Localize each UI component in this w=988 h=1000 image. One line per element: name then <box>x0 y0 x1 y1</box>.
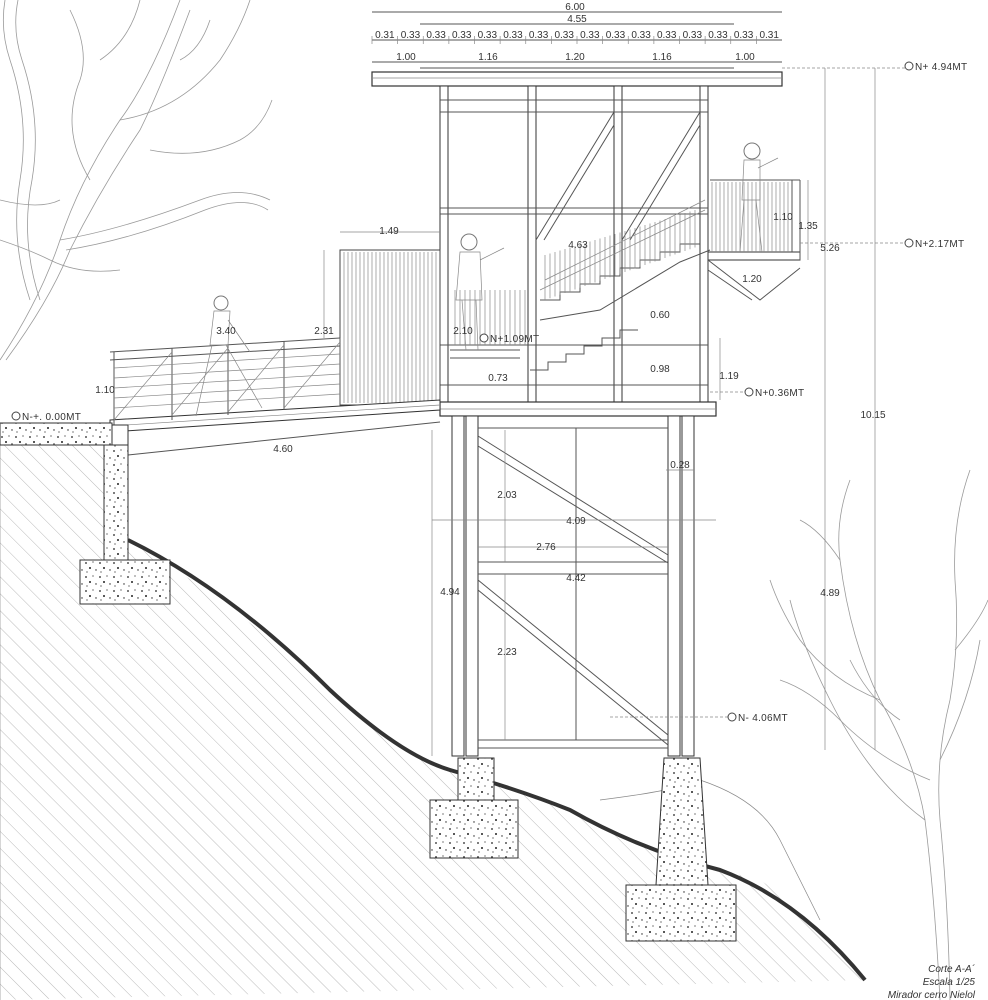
stair <box>450 199 711 371</box>
bay-dim: 1.16 <box>478 52 498 63</box>
lower-structure <box>451 415 695 757</box>
dim-stair-height: 4.63 <box>568 240 588 251</box>
bay-dim: 1.20 <box>565 52 585 63</box>
dim-step-d: 1.19 <box>719 371 739 382</box>
bay-dim: 1.16 <box>652 52 672 63</box>
caption-project: Mirador cerro Nielol <box>888 990 976 1000</box>
tree-left <box>0 0 273 361</box>
dim-ramp-a: 3.40 <box>216 326 236 337</box>
post-dim: 0.31 <box>759 30 779 41</box>
dim-upper-h: 1.35 <box>798 221 818 232</box>
dim-inner: 4.55 <box>567 14 587 25</box>
tower-frame <box>439 85 717 417</box>
post-dim: 0.33 <box>580 30 600 41</box>
dim-upper-total: 5.26 <box>820 243 840 254</box>
stair-railing <box>454 210 696 345</box>
dim-brace-w: 2.76 <box>536 542 556 553</box>
dimension-guides <box>323 68 876 756</box>
post-dim: 0.33 <box>606 30 626 41</box>
dim-rail-height: 1.10 <box>95 385 115 396</box>
level-mid: N+1.09MT <box>490 334 539 345</box>
level-ground: N-+. 0.00MT <box>22 412 81 423</box>
dim-ramp-b: 2.31 <box>314 326 334 337</box>
post-dim: 0.31 <box>375 30 395 41</box>
dim-base-span: 4.09 <box>566 516 586 527</box>
dim-col-width: 0.28 <box>670 460 690 471</box>
post-dim: 0.33 <box>478 30 498 41</box>
level-roof: N+ 4.94MT <box>915 62 967 73</box>
bay-dim: 1.00 <box>396 52 416 63</box>
dim-brace-b: 2.23 <box>497 647 517 658</box>
post-dim: 0.33 <box>452 30 472 41</box>
dim-step-c: 0.73 <box>488 373 508 384</box>
dim-upper-rail: 1.10 <box>773 212 793 223</box>
dim-step-b: 0.98 <box>650 364 670 375</box>
person-ramp-figure <box>195 295 263 417</box>
top-dimension-lines <box>372 11 782 63</box>
post-dim: 0.33 <box>529 30 549 41</box>
balcony-railing <box>711 182 789 252</box>
dim-landing: 2.10 <box>453 326 473 337</box>
dim-total-height: 10.15 <box>860 410 885 421</box>
ground-slab <box>0 422 129 446</box>
person-balcony-figure <box>739 142 779 253</box>
post-dim: 0.33 <box>503 30 523 41</box>
tower-footings <box>429 757 737 942</box>
post-dim: 0.33 <box>657 30 677 41</box>
dim-ramp-height: 1.49 <box>379 226 399 237</box>
upper-balcony <box>707 179 801 301</box>
roof <box>371 67 783 87</box>
post-dim: 0.33 <box>708 30 728 41</box>
dim-overall: 6.00 <box>565 2 585 13</box>
dim-base-col: 4.94 <box>440 587 460 598</box>
dim-base-height: 4.89 <box>820 588 840 599</box>
post-dim: 0.33 <box>554 30 574 41</box>
ground-profile <box>127 538 867 982</box>
caption-title: Corte A-A´ <box>928 963 976 975</box>
post-dim: 0.33 <box>683 30 703 41</box>
tree-right <box>769 469 988 1000</box>
post-dim: 0.33 <box>426 30 446 41</box>
dim-base-span-b: 4.42 <box>566 573 586 584</box>
screen-wall <box>339 249 441 406</box>
post-dim: 0.33 <box>631 30 651 41</box>
level-floor: N+0.36MT <box>755 388 804 399</box>
post-dim: 0.33 <box>401 30 421 41</box>
ramp-railing <box>113 353 341 409</box>
dim-ramp-span: 4.60 <box>273 444 293 455</box>
post-dimensions: 0.31 0.33 0.33 0.33 0.33 0.33 0.33 0.33 0.33 0.33… <box>371 30 779 44</box>
post-dim: 0.33 <box>734 30 754 41</box>
level-bottom: N- 4.06MT <box>738 713 788 724</box>
caption-scale: Escala 1/25 <box>923 977 976 988</box>
level-markers <box>11 61 914 722</box>
person-stair-figure <box>455 233 505 351</box>
level-upper: N+2.17MT <box>915 239 964 250</box>
dim-upper-w: 1.20 <box>742 274 762 285</box>
left-footing <box>79 444 171 605</box>
dim-brace-a: 2.03 <box>497 490 517 501</box>
bay-dim: 1.00 <box>735 52 755 63</box>
dim-step-a: 0.60 <box>650 310 670 321</box>
